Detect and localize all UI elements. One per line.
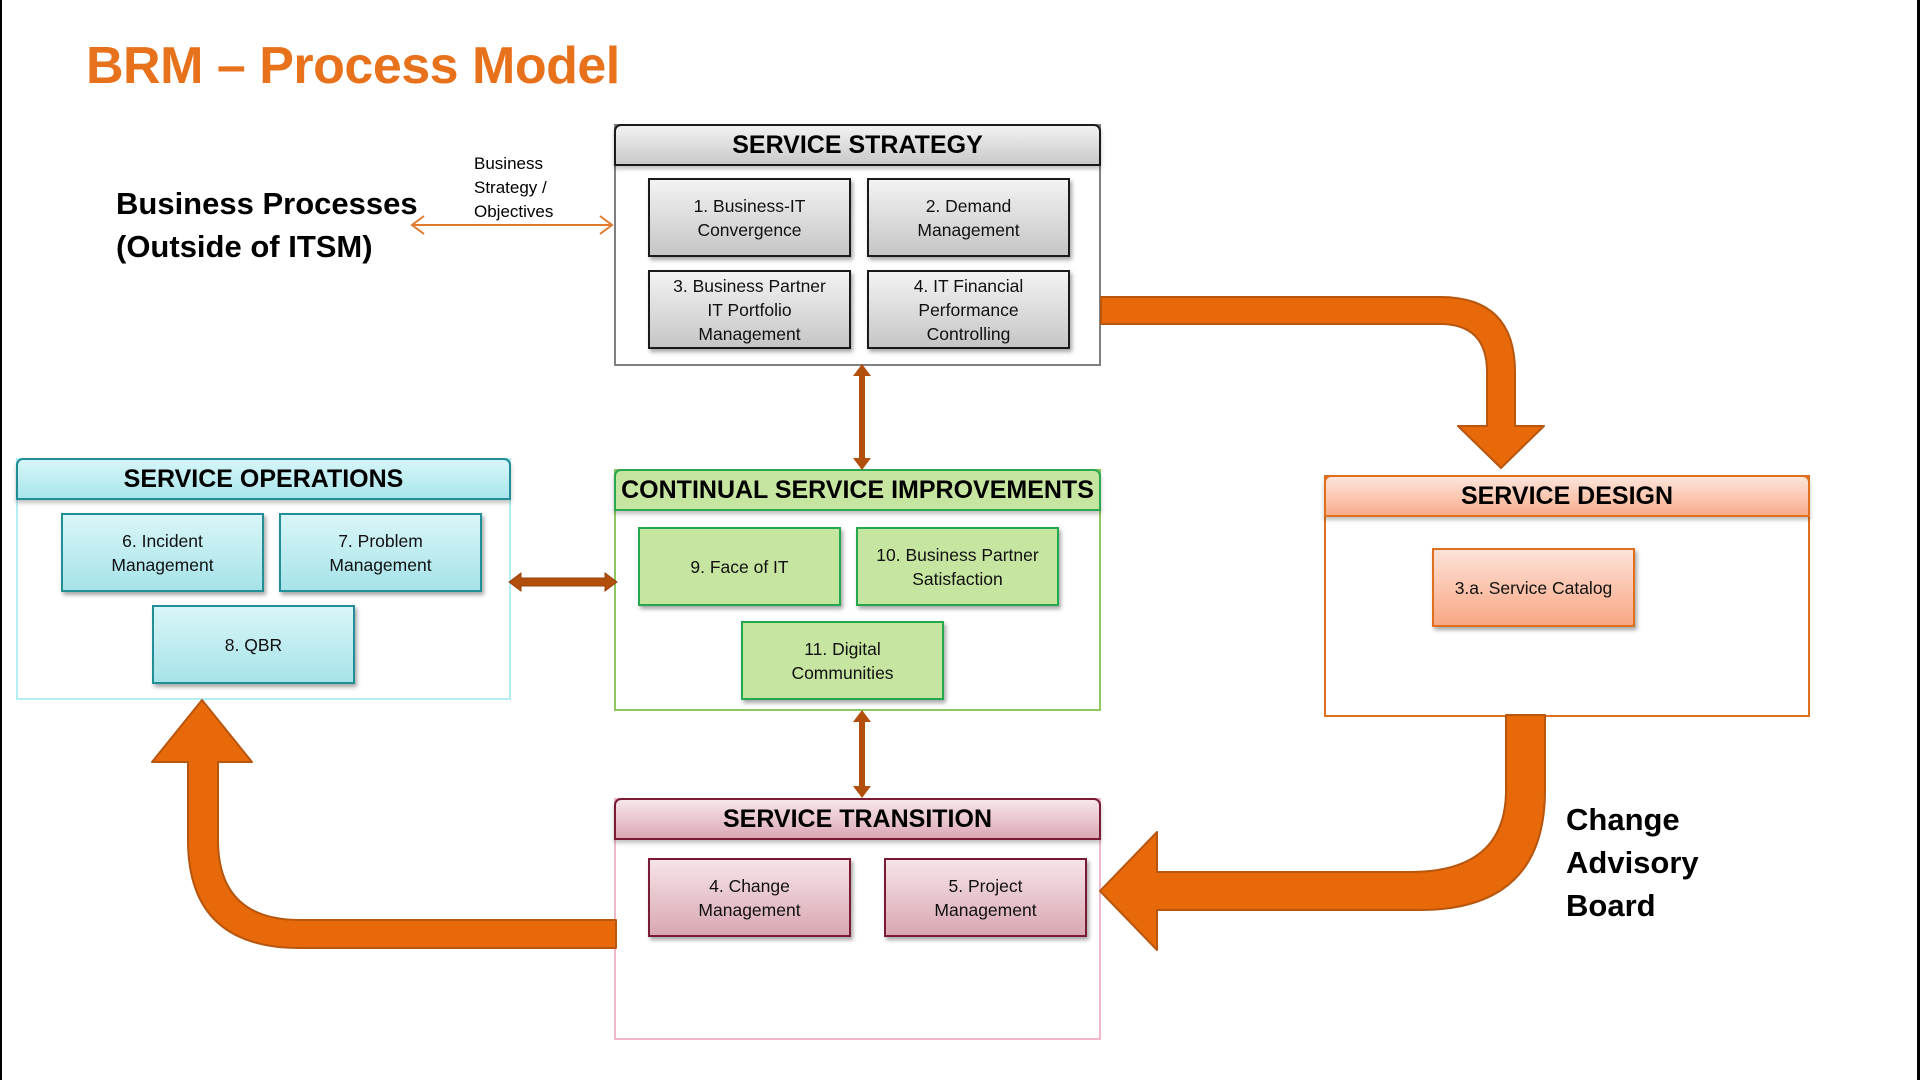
link-label-line: Business [474, 154, 543, 173]
service-transition-header: SERVICE TRANSITION [614, 798, 1101, 840]
item-line: Management [111, 554, 214, 575]
item-line: 2. Demand [925, 195, 1012, 216]
strategy-csi-double-arrow-icon [853, 364, 871, 470]
item-line: Satisfaction [912, 568, 1003, 589]
item-line: Convergence [697, 219, 802, 240]
strategy-to-design-flow-arrow-icon [1100, 296, 1545, 469]
item-line: 5. Project [948, 875, 1023, 896]
continual-service-improvements-group: CONTINUAL SERVICE IMPROVEMENTS 9. Face o… [614, 469, 1101, 711]
item-line: Management [329, 554, 432, 575]
item-line: IT Portfolio [707, 299, 792, 320]
item-line: 7. Problem [338, 530, 423, 551]
process-face-of-it[interactable]: 9. Face of IT [638, 527, 841, 606]
business-processes-line-1: Business Processes [116, 186, 418, 221]
slide-border-left [0, 0, 2, 1080]
csi-header: CONTINUAL SERVICE IMPROVEMENTS [614, 469, 1101, 511]
operations-csi-double-arrow-icon [508, 572, 618, 592]
service-design-header: SERVICE DESIGN [1324, 475, 1810, 517]
business-strategy-double-arrow-icon [410, 215, 614, 235]
item-line: Performance [918, 299, 1019, 320]
cab-line: Board [1566, 888, 1656, 923]
process-qbr[interactable]: 8. QBR [152, 605, 355, 684]
page-title: BRM – Process Model [86, 37, 620, 95]
item-line: 4. IT Financial [913, 275, 1024, 296]
business-processes-line-2: (Outside of ITSM) [116, 229, 373, 264]
item-line: Controlling [926, 323, 1011, 344]
item-line: 3.a. Service Catalog [1454, 577, 1613, 598]
item-line: Management [917, 219, 1020, 240]
item-line: 1. Business-IT [693, 195, 806, 216]
item-line: Communities [791, 662, 894, 683]
item-line: 9. Face of IT [690, 556, 789, 577]
item-line: 11. Digital [804, 638, 881, 659]
transition-to-operations-flow-arrow-icon [151, 699, 617, 949]
item-line: Management [698, 899, 801, 920]
item-line: 6. Incident [122, 530, 203, 551]
csi-transition-double-arrow-icon [853, 710, 871, 798]
item-line: 3. Business Partner [673, 275, 826, 296]
cab-line: Advisory [1566, 845, 1699, 880]
cab-line: Change [1566, 802, 1680, 837]
item-line: 4. Change [709, 875, 790, 896]
service-design-group: SERVICE DESIGN 3.a. Service Catalog [1324, 475, 1810, 717]
process-service-catalog[interactable]: 3.a. Service Catalog [1432, 548, 1635, 627]
slide-border-right [1917, 0, 1920, 1080]
item-line: Management [934, 899, 1037, 920]
service-operations-header: SERVICE OPERATIONS [16, 458, 511, 500]
item-line: 8. QBR [224, 634, 283, 655]
business-processes-label: Business Processes (Outside of ITSM) [116, 182, 418, 268]
process-business-it-convergence[interactable]: 1. Business-IT Convergence [648, 178, 851, 257]
change-advisory-board-label: Change Advisory Board [1566, 798, 1699, 927]
link-label-line: Strategy / [474, 178, 547, 197]
item-line: 10. Business Partner [876, 544, 1039, 565]
service-strategy-group: SERVICE STRATEGY 1. Business-IT Convergen… [614, 124, 1101, 366]
design-to-transition-flow-arrow-icon [1099, 714, 1546, 951]
item-line: Management [698, 323, 801, 344]
business-strategy-objectives-label: Business Strategy / Objectives [474, 152, 553, 224]
link-label-line: Objectives [474, 202, 554, 221]
service-strategy-header: SERVICE STRATEGY [614, 124, 1101, 166]
